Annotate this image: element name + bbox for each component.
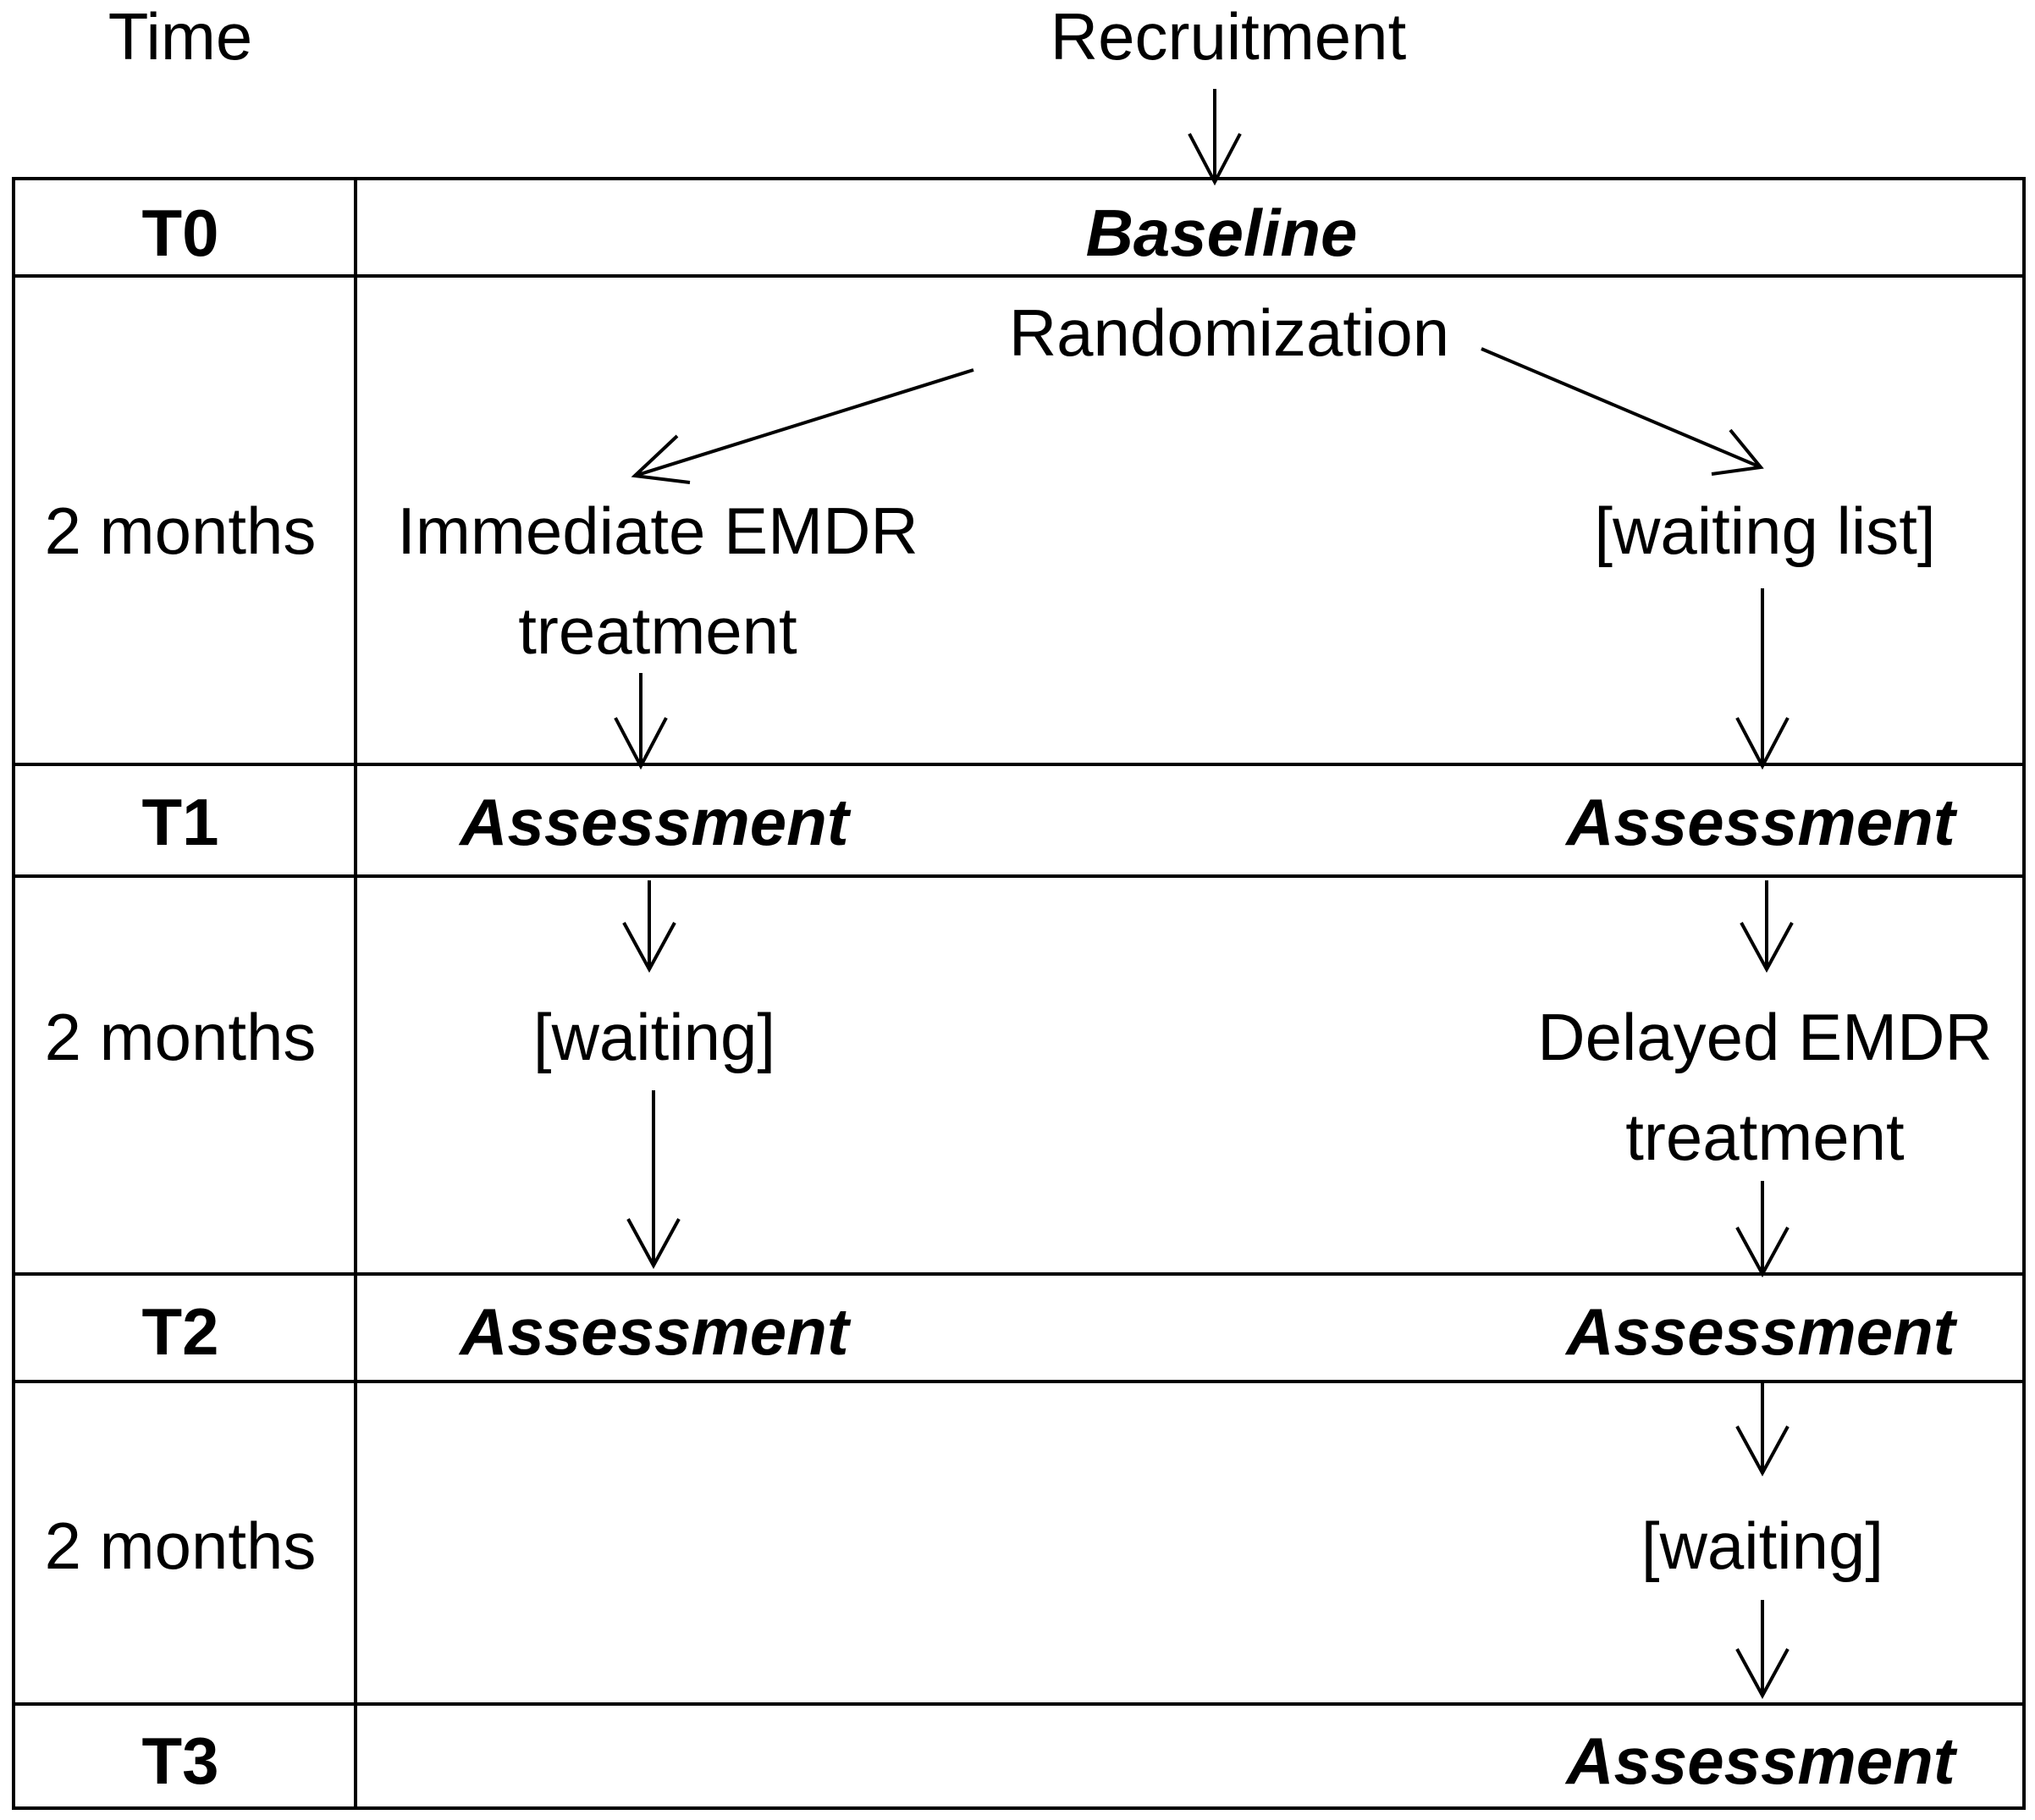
arrow-randomization-to-waiting-list <box>1481 347 1764 476</box>
t2-assessment-right: Assessment <box>1564 1294 1958 1369</box>
time-column-header: Time <box>108 0 252 74</box>
waiting-label-right: [waiting] <box>1641 1508 1883 1583</box>
recruitment-label: Recruitment <box>1051 0 1407 74</box>
time-label-period1: 2 months <box>45 494 317 568</box>
waiting-label-left: [waiting] <box>533 1000 775 1074</box>
baseline-label: Baseline <box>1086 196 1358 270</box>
arrow-waiting-list-to-t1 <box>1735 588 1790 770</box>
arrow-waiting-to-t2 <box>626 1090 681 1270</box>
t2-assessment-left: Assessment <box>458 1294 852 1369</box>
t1-assessment-left: Assessment <box>458 785 852 859</box>
time-label-t1: T1 <box>141 785 218 859</box>
arrow-delayed-to-t2 <box>1735 1181 1790 1278</box>
time-label-t0: T0 <box>141 196 218 270</box>
arrow-t1-right-to-delayed <box>1740 880 1794 973</box>
timeline-table-grid <box>12 177 2026 1810</box>
arrow-randomization-to-immediate <box>631 368 974 484</box>
time-label-period2: 2 months <box>45 1000 317 1074</box>
arrow-recruitment-to-baseline <box>1188 89 1242 186</box>
arrow-t2-right-to-waiting <box>1735 1382 1790 1477</box>
arrow-t1-left-to-waiting <box>622 880 676 973</box>
delayed-emdr-label-line1: Delayed EMDR <box>1537 1000 1993 1074</box>
delayed-emdr-label-line2: treatment <box>1625 1100 1905 1174</box>
arrow-waiting-to-t3 <box>1735 1600 1790 1700</box>
time-label-t2: T2 <box>141 1294 218 1369</box>
randomization-label: Randomization <box>1009 295 1449 370</box>
arrow-immediate-to-t1 <box>614 673 668 770</box>
immediate-emdr-label-line2: treatment <box>518 593 797 668</box>
waiting-list-label: [waiting list] <box>1594 494 1935 568</box>
immediate-emdr-label-line1: Immediate EMDR <box>397 494 918 568</box>
t3-assessment-right: Assessment <box>1564 1723 1958 1798</box>
time-label-period3: 2 months <box>45 1508 317 1583</box>
t1-assessment-right: Assessment <box>1564 785 1958 859</box>
time-label-t3: T3 <box>141 1723 218 1798</box>
